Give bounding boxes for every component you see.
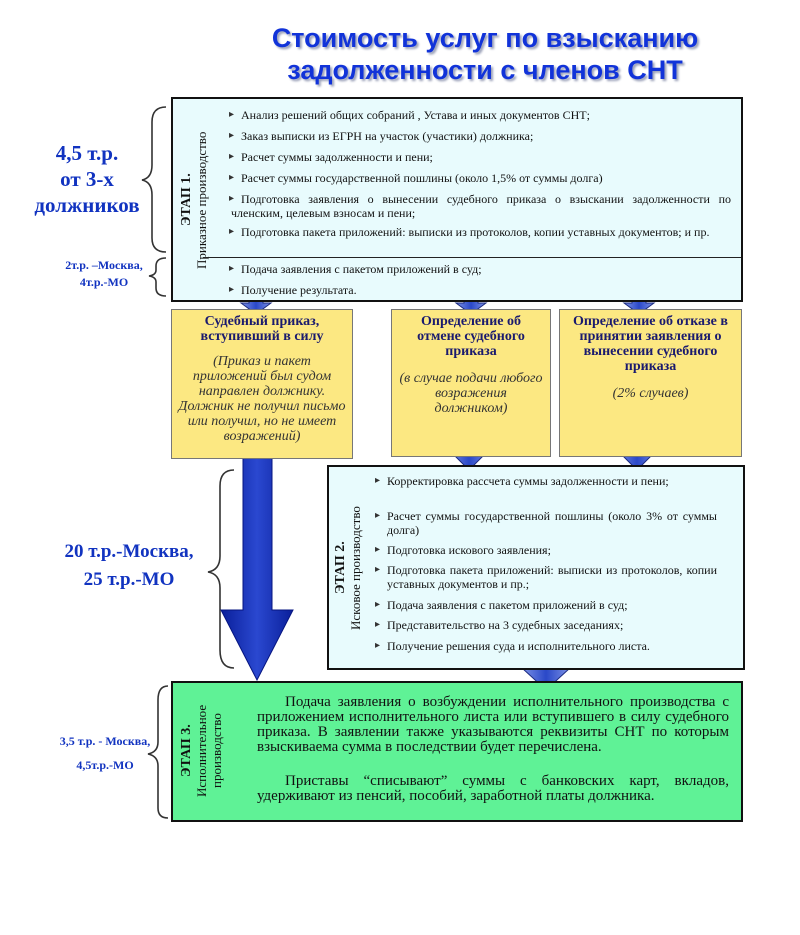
title-line-2: задолженности с членов СНТ (287, 55, 683, 85)
brace-stage3 (147, 685, 169, 819)
stage3-paragraph: Подача заявления о возбуждении исполните… (257, 694, 729, 755)
title-line-1: Стоимость услуг по взысканию (271, 23, 699, 53)
diagram-title: Стоимость услуг по взысканию задолженнос… (215, 22, 755, 86)
stage1-price-line: от 3-х (60, 167, 114, 191)
outcome-order-refused: Определение об отказе в принятии заявлен… (559, 309, 742, 457)
stage1-price: 4,5 т.р. от 3-х должников (28, 140, 146, 218)
stage1-price-sub-line: 4т.р.-МО (79, 275, 129, 289)
stage3-paragraph: Приставы “списывают” суммы с банковских … (257, 773, 729, 804)
outcome-head: Судебный приказ, вступивший в силу (200, 314, 324, 344)
stage3-price-line: 3,5 т.р. - Москва, (59, 734, 151, 748)
stage2-box: ЭТАП 2. Исковое производство Корректиров… (327, 465, 745, 670)
stage1-price-line: должников (34, 193, 140, 217)
stage1-price-sub: 2т.р. –Москва, 4т.р.-МО (44, 257, 164, 291)
outcome-note: (в случае подачи любого возражения должн… (399, 371, 543, 416)
stage3-box: ЭТАП 3. Исполнительное производство Пода… (171, 681, 743, 822)
stage2-label-title: ЭТАП 2. (333, 541, 348, 595)
brace-stage1-sub (148, 257, 167, 297)
stage2-label-subtitle: Исковое производство (348, 506, 363, 630)
big-arrow-to-stage3 (220, 457, 294, 682)
stage1-item: Анализ решений общих собраний , Устава и… (229, 108, 731, 122)
outcome-note: (2% случаев) (612, 386, 689, 401)
stage3-price-line: 4,5т.р.-МО (76, 758, 134, 772)
stage2-item: Расчет суммы государственной пошлины (ок… (375, 509, 717, 537)
outcome-note: (Приказ и пакет приложений был судом нап… (178, 354, 346, 444)
stage1-item: Подача заявления с пакетом приложений в … (229, 262, 731, 276)
outcome-order-cancelled: Определение об отмене судебного приказа … (391, 309, 551, 457)
stage2-price: 20 т.р.-Москва, 25 т.р.-МО (40, 538, 218, 594)
stage1-item: Подготовка заявления о вынесении судебно… (219, 192, 731, 220)
stage1-price-sub-line: 2т.р. –Москва, (65, 258, 143, 272)
stage1-box: ЭТАП 1. Приказное производство Анализ ре… (171, 97, 743, 302)
stage1-item: Расчет суммы задолженности и пени; (229, 150, 731, 164)
outcome-head: Определение об отмене судебного приказа (417, 314, 525, 359)
stage1-item: Получение результата. (229, 283, 731, 297)
stage2-item: Подготовка искового заявления; (375, 543, 717, 557)
stage1-label-subtitle: Приказное производство (194, 131, 209, 269)
stage1-divider (203, 257, 741, 258)
brace-stage1-main (141, 106, 167, 253)
stage2-item: Представительство на 3 судебных заседани… (375, 618, 717, 632)
stage2-item: Подача заявления с пакетом приложений в … (375, 598, 717, 612)
stage2-item: Корректировка рассчета суммы задолженнос… (375, 474, 717, 488)
stage1-item: Расчет суммы государственной пошлины (ок… (229, 171, 731, 185)
stage3-label-title: ЭТАП 3. (179, 724, 194, 778)
stage1-item: Подготовка пакета приложений: выписки из… (219, 225, 731, 239)
stage3-label-subtitle: Исполнительное производство (194, 704, 224, 798)
stage1-label-title: ЭТАП 1. (179, 173, 194, 227)
stage2-label: ЭТАП 2. Исковое производство (333, 473, 363, 663)
stage2-price-line: 20 т.р.-Москва, (64, 541, 194, 562)
stage2-item: Подготовка пакета приложений: выписки из… (375, 563, 717, 591)
outcome-court-order: Судебный приказ, вступивший в силу (Прик… (171, 309, 353, 459)
stage1-price-line: 4,5 т.р. (55, 141, 119, 165)
stage1-item: Заказ выписки из ЕГРН на участок (участи… (229, 129, 731, 143)
brace-stage2 (207, 469, 235, 669)
stage1-label: ЭТАП 1. Приказное производство (179, 105, 209, 295)
outcome-head: Определение об отказе в принятии заявлен… (573, 314, 728, 374)
stage2-item: Получение решения суда и исполнительного… (375, 639, 717, 653)
stage2-price-line: 25 т.р.-МО (83, 569, 175, 590)
stage3-label: ЭТАП 3. Исполнительное производство (179, 687, 227, 815)
stage3-price: 3,5 т.р. - Москва, 4,5т.р.-МО (44, 729, 166, 777)
